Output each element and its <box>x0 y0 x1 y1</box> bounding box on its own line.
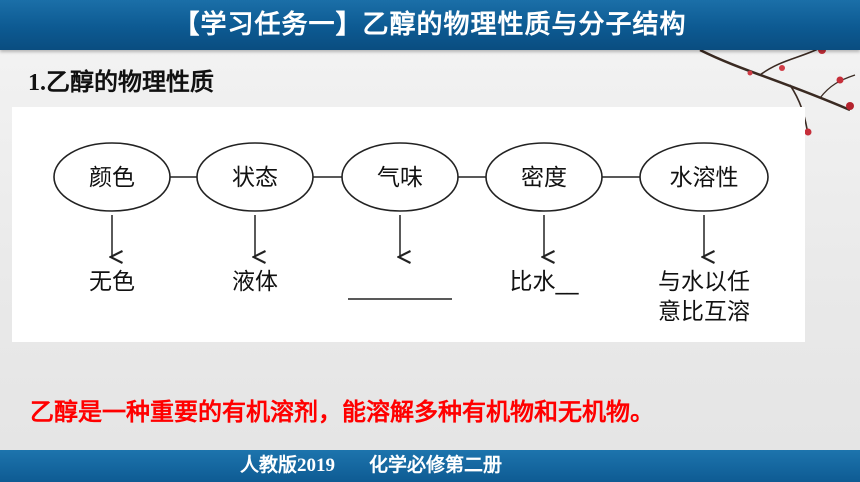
footer-book: 化学必修第二册 <box>369 455 503 476</box>
footer-bar <box>0 450 860 482</box>
property-label-0: 颜色 <box>89 165 135 191</box>
slide-title: 【学习任务一】乙醇的物理性质与分子结构 <box>173 10 687 40</box>
property-node-3 <box>485 142 603 212</box>
properties-diagram-panel: 颜色无色 状态液体 气味 密度比水__ 水溶性与水以任意比互溶 <box>12 107 805 342</box>
property-label-4: 水溶性 <box>670 165 739 191</box>
property-label-3: 密度 <box>521 165 567 191</box>
solvent-note: 乙醇是一种重要的有机溶剂，能溶解多种有机物和无机物。 <box>30 398 654 426</box>
property-label-1: 状态 <box>232 165 278 191</box>
property-node-0 <box>53 142 171 212</box>
property-label-2: 气味 <box>377 165 423 191</box>
property-node-4 <box>639 142 769 212</box>
section-title: 乙醇的物理性质 <box>46 68 214 96</box>
property-node-1 <box>196 142 314 212</box>
property-value-1-0: 液体 <box>232 269 278 295</box>
header-bar <box>0 0 860 50</box>
footer-text: 人教版2019 化学必修第二册 <box>240 450 536 482</box>
property-node-2 <box>341 142 459 212</box>
section-heading: 1.乙醇的物理性质 <box>28 62 214 97</box>
property-value-3-0: 比水__ <box>510 269 580 295</box>
property-value-4-0: 与水以任 <box>658 269 750 295</box>
footer-edition: 人教版2019 <box>240 455 336 476</box>
section-number: 1. <box>28 70 46 96</box>
property-value-0-0: 无色 <box>89 269 135 295</box>
property-value-4-1: 意比互溶 <box>658 299 750 325</box>
